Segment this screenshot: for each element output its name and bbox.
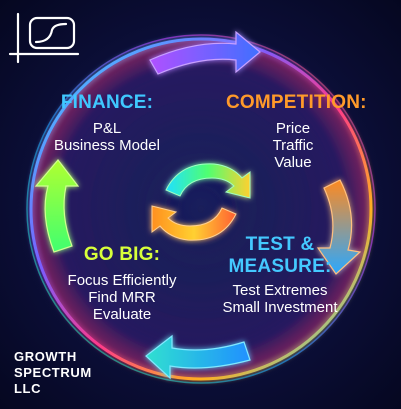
finance-line-2: Business Model <box>54 137 160 155</box>
outer-ring-halo <box>26 34 376 384</box>
top-cycle-arrow-icon <box>149 30 261 75</box>
go-big-heading: GO BIG: <box>83 244 161 265</box>
test-measure-heading-1: TEST & <box>245 234 315 255</box>
bottom-cycle-arrow-icon <box>145 334 251 380</box>
outer-ring <box>29 37 373 381</box>
brand-line-3: LLC <box>14 381 42 396</box>
competition-line-1: Price <box>275 119 311 137</box>
growth-chart-logo-icon <box>8 12 80 64</box>
competition-line-3: Value <box>274 154 312 172</box>
right-cycle-arrow-icon <box>316 179 362 275</box>
test-measure-line-1: Test Extremes <box>232 281 328 299</box>
go-big-line-3: Evaluate <box>92 306 152 324</box>
test-measure-line-2: Small Investment <box>222 298 338 316</box>
finance-heading: FINANCE: <box>60 92 154 113</box>
brand-line-2: SPECTRUM <box>14 365 92 380</box>
finance-line-1: P&L <box>92 119 122 137</box>
competition-line-2: Traffic <box>272 137 314 155</box>
test-measure-section: TEST & MEASURE: Test Extremes Small Inve… <box>206 234 354 316</box>
test-measure-heading-2: MEASURE: <box>228 255 332 277</box>
competition-section: COMPETITION: Price Traffic Value <box>226 92 366 172</box>
left-cycle-arrow-icon <box>34 159 80 253</box>
finance-section: FINANCE: P&L Business Model <box>42 92 172 154</box>
go-big-line-2: Find MRR <box>88 289 156 307</box>
brand-line-1: GROWTH <box>14 349 77 364</box>
go-big-line-1: Focus Efficiently <box>67 271 177 289</box>
go-big-section: GO BIG: Focus Efficiently Find MRR Evalu… <box>52 244 192 324</box>
competition-heading: COMPETITION: <box>226 92 367 113</box>
company-name: GROWTH SPECTRUM LLC <box>14 349 92 397</box>
center-refresh-icon <box>151 163 251 241</box>
